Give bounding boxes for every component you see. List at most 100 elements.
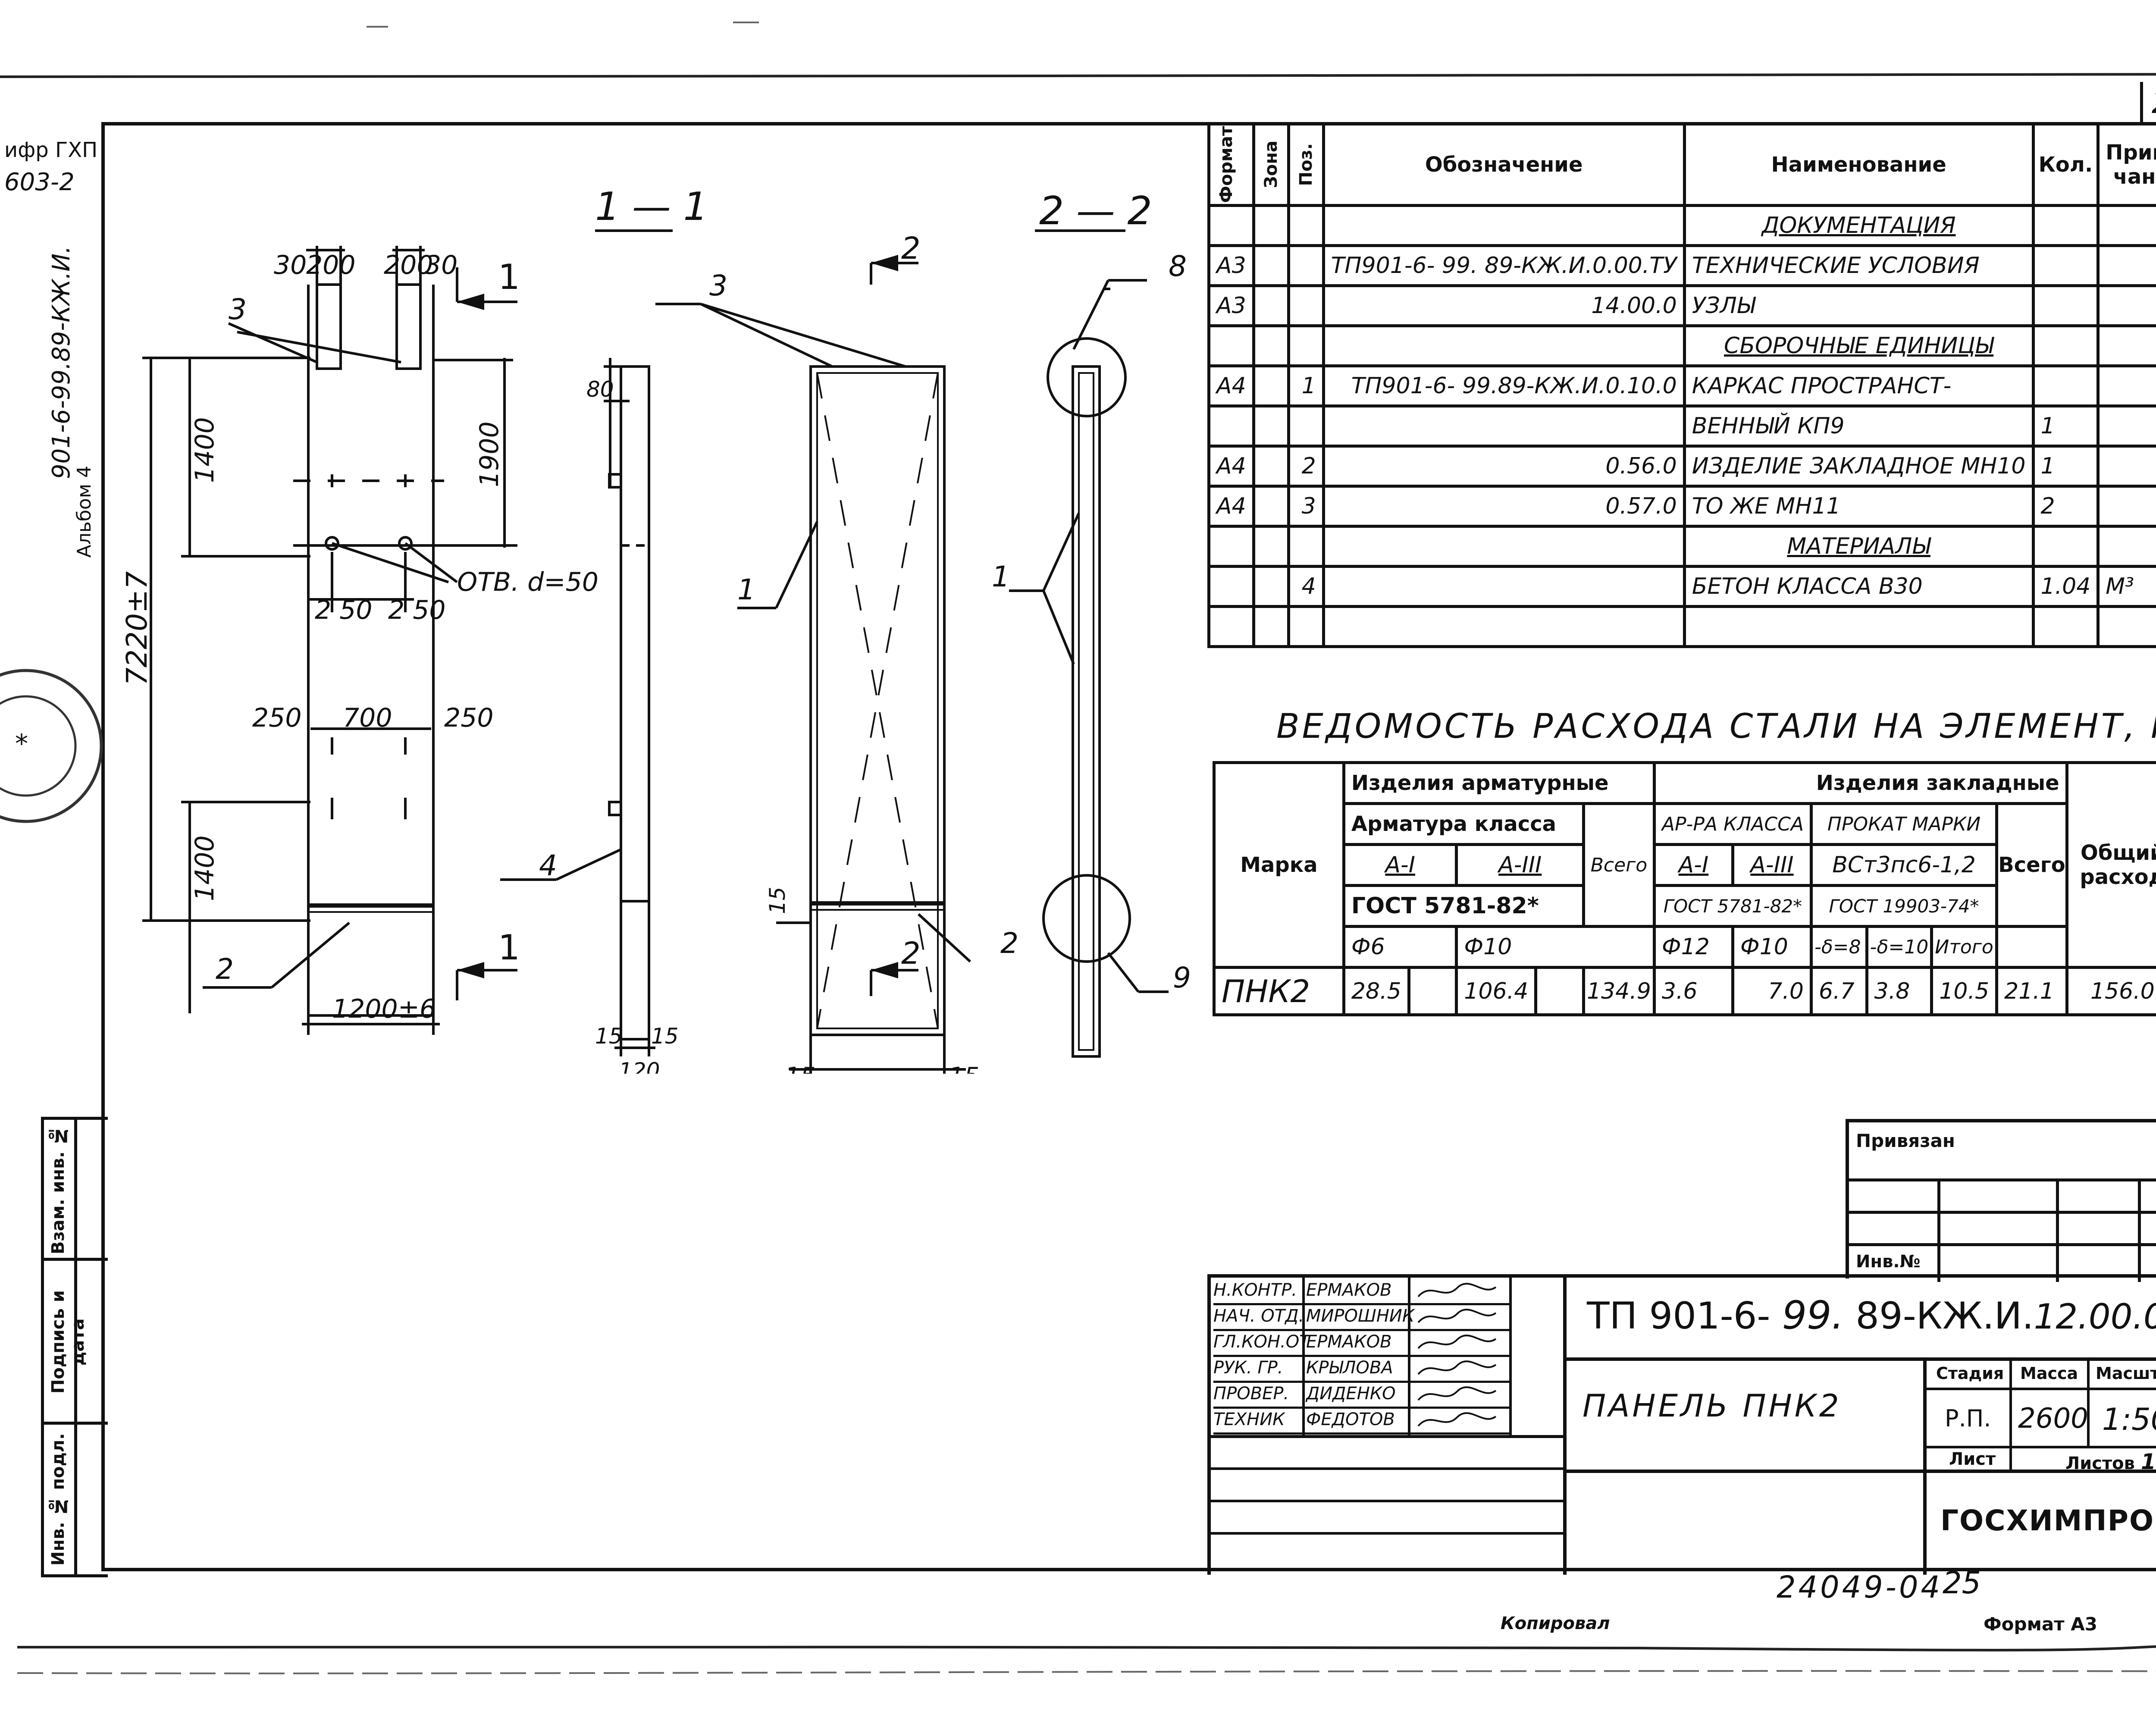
steel-hdr-gost-3: ГОСТ 19903-74* [1809, 884, 1999, 928]
spec-pos: 3 [1287, 485, 1325, 528]
code-hand: 99. [1782, 1293, 1844, 1338]
steel-row-total: 156.0 [2065, 966, 2156, 1016]
side-stamp-line-2: 603-2 [4, 168, 75, 196]
spec-note [2096, 605, 2156, 648]
signature-name: ДИДЕНКО [1306, 1384, 1396, 1404]
sheets-label: Листов 1 [2065, 1449, 2156, 1474]
signature-name: КРЫЛОВА [1306, 1358, 1393, 1378]
hdr-qty: Кол. [2031, 122, 2100, 207]
spec-zone [1252, 605, 1290, 648]
section-title-1-1: 1 — 1 [595, 184, 708, 229]
page-number: 24 [2152, 84, 2156, 120]
signature-row: ПРОВЕР.ДИДЕНКО [1213, 1383, 1511, 1409]
spec-name [1683, 605, 2035, 648]
side-stamp-line-4: Альбом 4 [73, 466, 95, 558]
spec-name: СБОРОЧНЫЕ ЕДИНИЦЫ [1683, 324, 2035, 367]
spec-zone [1252, 324, 1290, 367]
callout-8: 8 [1169, 250, 1187, 283]
spec-note [2096, 445, 2156, 488]
frame-left [101, 122, 105, 1571]
cut-mark-2-top: 2 [901, 231, 921, 266]
cut-mark-1-bottom: 1 [498, 928, 520, 968]
hdr-note: Приме- чание [2096, 122, 2156, 207]
side-stamp: ифр ГХП 603-2 901-6-99.89-КЖ.И. Альбом 4 [0, 129, 99, 647]
steel-row-d8: 6.7 [1809, 966, 1868, 1016]
spec-qty [2031, 324, 2100, 367]
spec-format: А4 [1207, 485, 1255, 528]
spec-designation: 0.56.0 [1322, 445, 1686, 488]
steel-hdr-prokat: ПРОКАТ МАРКИ [1809, 802, 1999, 846]
signature-scribble [1417, 1309, 1497, 1323]
frame-bottom [101, 1568, 2156, 1571]
code-print-2: 89-КЖ.И. [1855, 1294, 2034, 1338]
steel-hdr-gost-1: ГОСТ 5781-82* [1342, 884, 1586, 928]
steel-hdr-embed: Изделия закладные [1652, 761, 2068, 805]
steel-hdr-itogo: Итого [1930, 925, 1999, 969]
privyazan-block: Привязан Инв.№ [1846, 1119, 2156, 1282]
privyazan-label: Привязан [1856, 1130, 1955, 1151]
steel-row-f10: 106.4 [1455, 966, 1538, 1016]
spec-format: А4 [1207, 445, 1255, 488]
sheets-count: 1 [2140, 1449, 2156, 1474]
spec-name: ВЕННЫЙ КП9 [1683, 404, 2035, 448]
dim-1900: 1900 [474, 421, 505, 487]
callout-4-side: 4 [539, 849, 557, 882]
steel-hdr-f10b: Ф10 [1731, 925, 1813, 969]
dim-15-e: 15 [765, 887, 790, 914]
callout-1-mid: 1 [737, 573, 755, 606]
spec-designation [1322, 324, 1686, 367]
signature-row: Н.КОНТР.ЕРМАКОВ [1213, 1279, 1511, 1305]
steel-hdr-ai: А-I [1342, 843, 1458, 887]
spec-pos [1287, 244, 1325, 287]
spec-qty [2031, 605, 2100, 648]
copied-label: Копировал [1501, 1614, 1610, 1633]
dim-80: 80 [586, 377, 614, 402]
section-title-2-2: 2 — 2 [1039, 188, 1152, 234]
steel-hdr-gost-2: ГОСТ 5781-82* [1652, 884, 1813, 928]
spec-zone [1252, 565, 1290, 608]
spec-name: ТО ЖЕ МН11 [1683, 485, 2035, 528]
spec-zone [1252, 445, 1290, 488]
side-stamp-line-1: ифр ГХП [4, 138, 98, 162]
spec-note [2096, 485, 2156, 528]
spec-qty: 1.04 [2031, 565, 2100, 608]
spec-qty: 1 [2031, 404, 2100, 448]
steel-hdr-total: Общий расход [2065, 761, 2156, 969]
steel-hdr-reinf: Изделия арматурные [1342, 761, 1656, 805]
frame-top [101, 122, 2156, 125]
callout-3-front: 3 [229, 293, 247, 326]
signature-scribble [1417, 1360, 1497, 1375]
side-stamp-line-3: 901-6-99.89-КЖ.И. [47, 246, 75, 479]
dim-15-a: 15 [595, 1024, 623, 1049]
spec-note [2096, 204, 2156, 247]
spec-format [1207, 525, 1255, 568]
spec-zone [1252, 485, 1290, 528]
signature-name: ФЕДОТОВ [1306, 1410, 1395, 1429]
callout-2-mid: 2 [1000, 927, 1018, 960]
side-col-replace: Взам. инв. № [48, 1125, 68, 1254]
sheets-label-text: Листов [2065, 1454, 2135, 1473]
spec-name: БЕТОН КЛАССА В30 [1683, 565, 2035, 608]
spec-qty [2031, 364, 2100, 407]
cut-mark-1-top: 1 [498, 257, 520, 297]
drawing-code: ТП 901-6- 99. 89-КЖ.И.12.00.0 [1587, 1293, 2156, 1338]
page-number-divider [2140, 82, 2143, 125]
spec-designation: ТП901-6- 99. 89-КЖ.И.0.00.ТУ [1322, 244, 1686, 287]
spec-zone [1252, 244, 1290, 287]
signature-scribble [1417, 1386, 1497, 1401]
spec-pos: 1 [1287, 364, 1325, 407]
signature-role: РУК. ГР. [1213, 1358, 1283, 1378]
callout-9: 9 [1173, 961, 1191, 994]
format-label: Формат А3 [1984, 1614, 2097, 1635]
steel-hdr-vsego-2: Всего [1995, 802, 2068, 928]
spec-format [1207, 565, 1255, 608]
svg-text:*: * [15, 729, 28, 759]
signature-role: ГЛ.КОН.ОТ [1213, 1332, 1310, 1352]
spec-name: МАТЕРИАЛЫ [1683, 525, 2035, 568]
bottom-border-line [17, 1645, 2156, 1674]
dim-1200: 1200±6 [332, 994, 436, 1024]
spec-pos [1287, 324, 1325, 367]
